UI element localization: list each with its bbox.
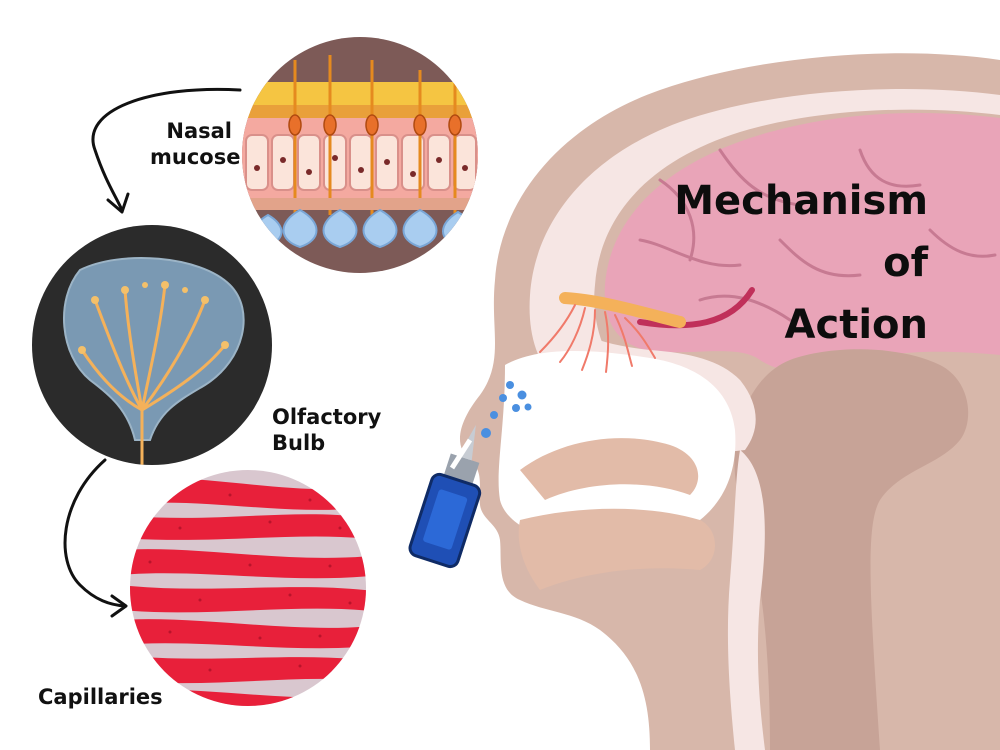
title-line1: Mechanism	[674, 170, 928, 232]
title-line2: of	[674, 232, 928, 294]
title-line3: Action	[674, 294, 928, 356]
head-cross-section	[460, 53, 1000, 750]
arrow-bulb-to-capillaries	[65, 460, 125, 606]
label-bulb-line1: Olfactory	[272, 404, 381, 430]
epithelial-cells	[246, 135, 476, 190]
label-olfactory-bulb: Olfactory Bulb	[272, 404, 381, 457]
label-bulb-line2: Bulb	[272, 430, 381, 456]
nasal-mucosa-circle	[240, 35, 480, 275]
label-nasal-line2: mucose	[150, 144, 232, 170]
label-capillaries: Capillaries	[38, 684, 163, 710]
capillaries-circle	[120, 465, 380, 716]
label-nasal-mucose: Nasal mucose	[150, 118, 232, 171]
olfactory-bulb-circle	[30, 225, 275, 470]
diagram-title: Mechanism of Action	[674, 170, 928, 356]
label-nasal-line1: Nasal	[150, 118, 232, 144]
